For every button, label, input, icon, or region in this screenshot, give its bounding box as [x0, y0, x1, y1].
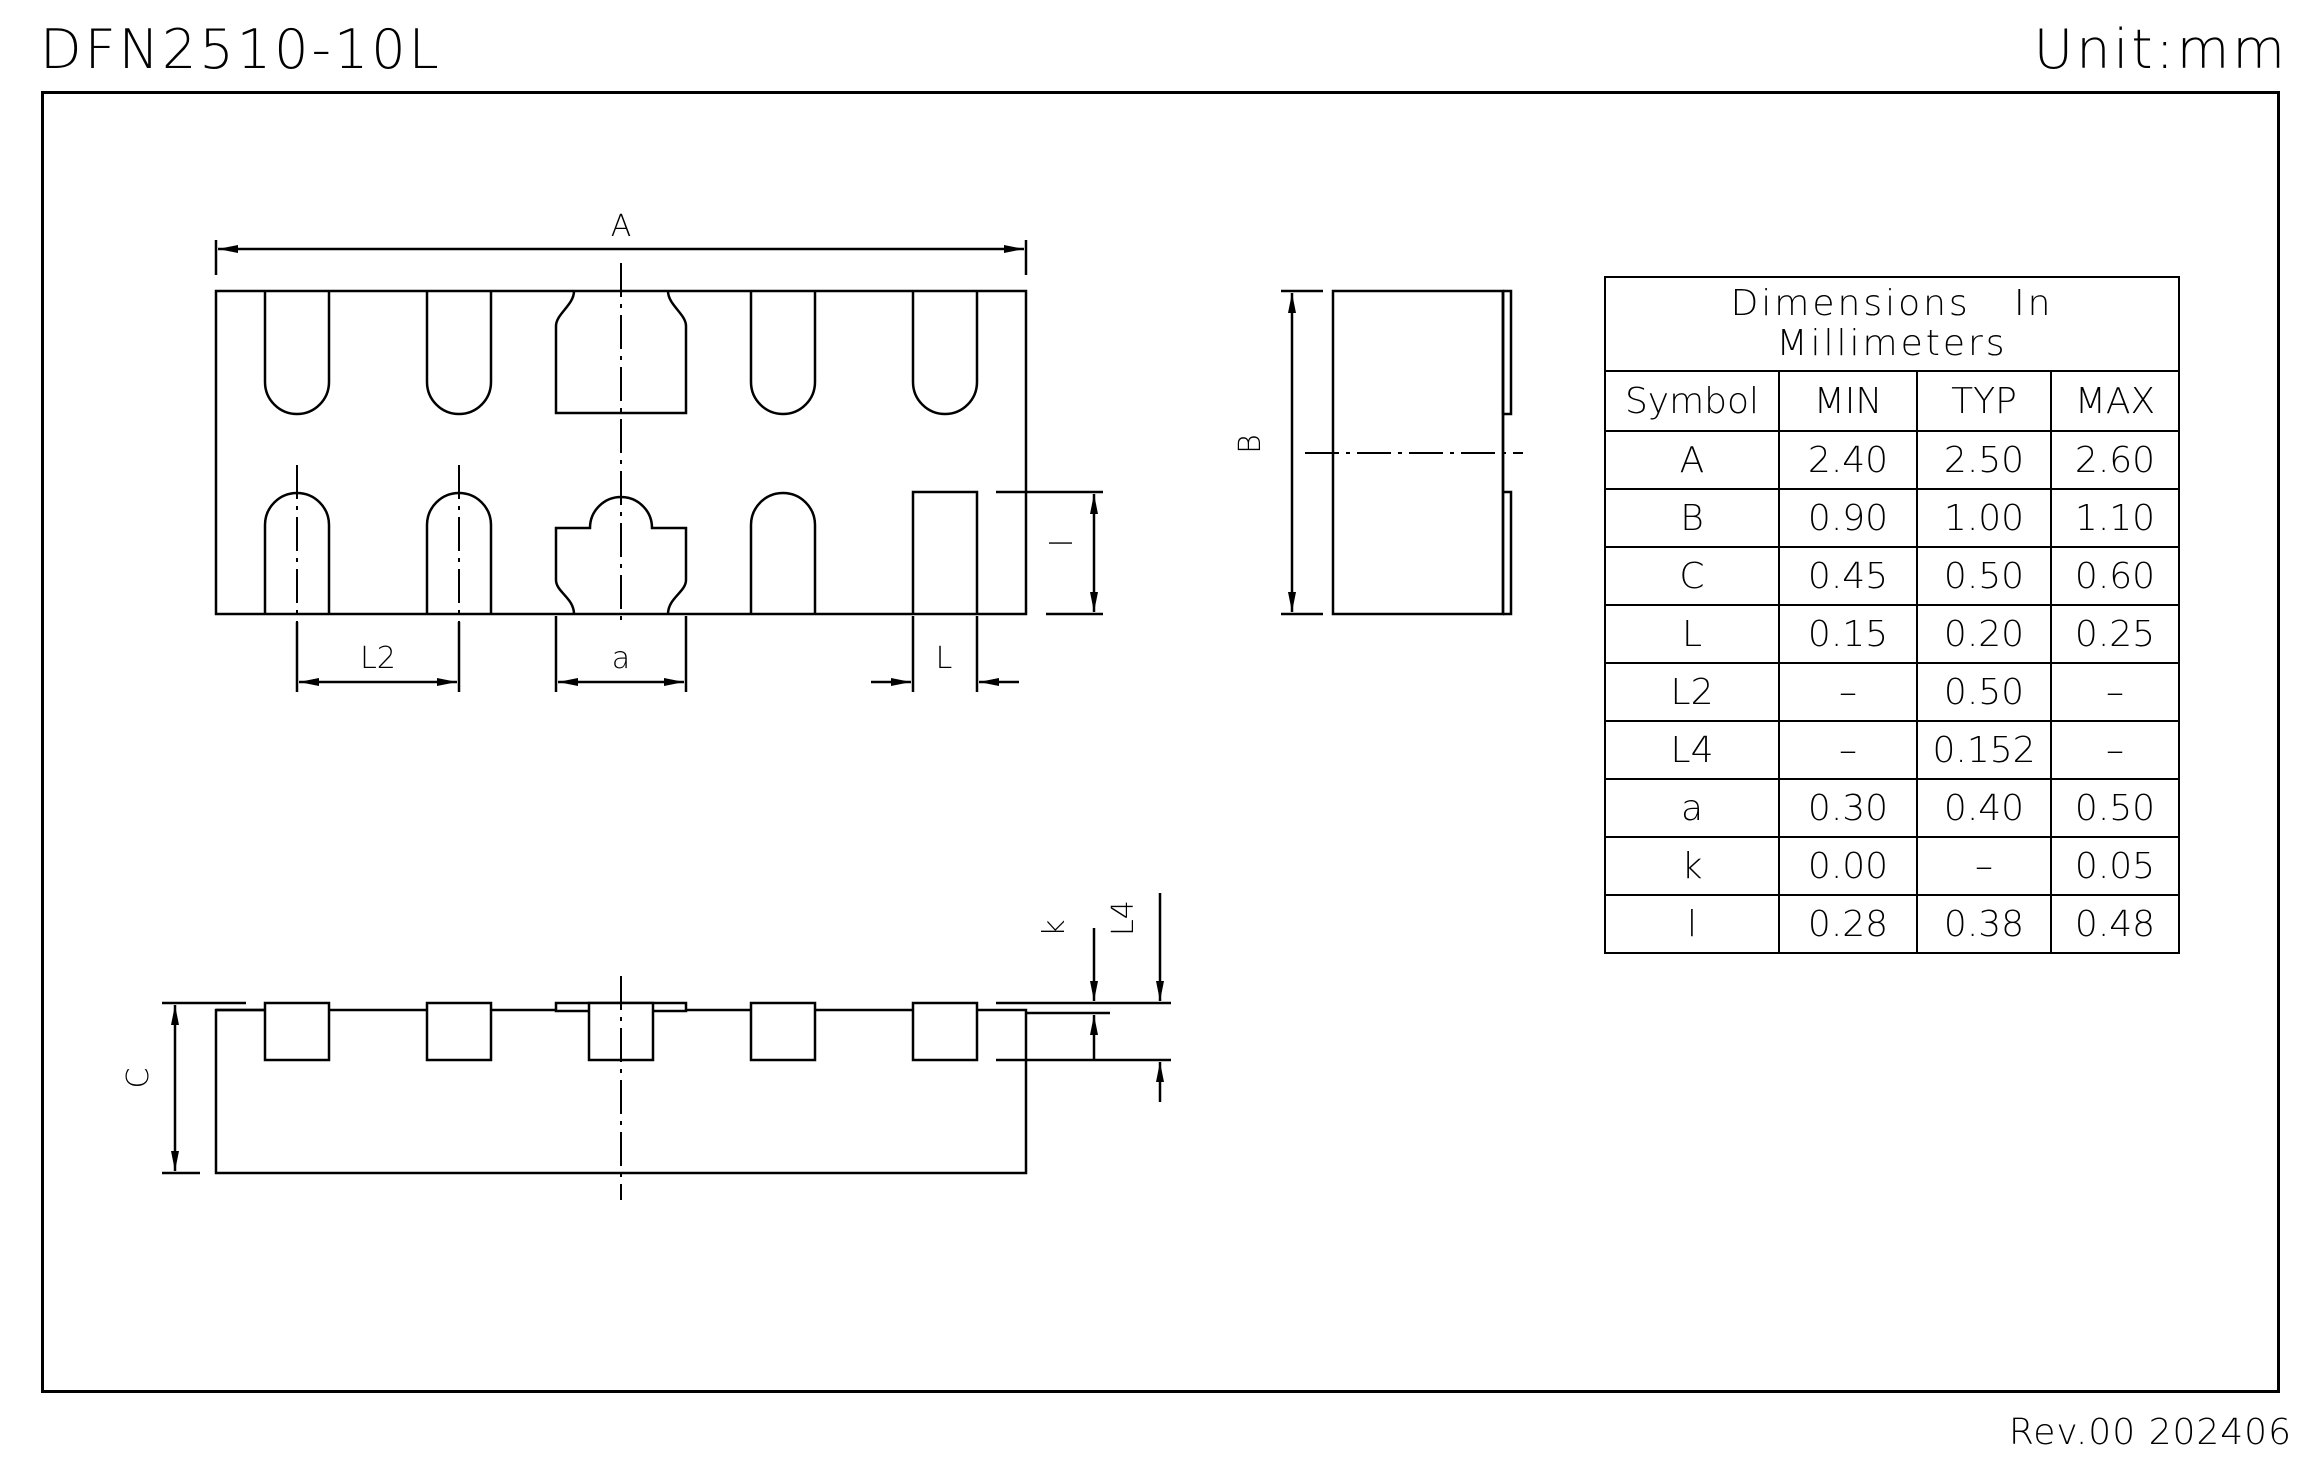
side-view — [1281, 289, 1523, 616]
dim-label-l: l — [1045, 539, 1080, 547]
dim-label-C: C — [121, 1068, 156, 1089]
dim-label-a: a — [612, 641, 630, 676]
dim-label-L2: L2 — [360, 641, 396, 676]
pad-top-5 — [911, 291, 979, 416]
cell-min: 0.00 — [1778, 836, 1918, 896]
cell-typ: 0.50 — [1916, 662, 2052, 722]
side-terminal-bottom — [1503, 490, 1513, 616]
cell-symbol: a — [1604, 778, 1780, 838]
col-header-symbol: Symbol — [1604, 370, 1780, 432]
cell-typ: 2.50 — [1916, 430, 2052, 490]
cell-max: – — [2050, 662, 2180, 722]
table-title-line1: Dimensions In — [1730, 283, 2054, 324]
cell-typ: – — [1916, 836, 2052, 896]
pad-bottom-4 — [749, 491, 817, 614]
cell-max: 0.50 — [2050, 778, 2180, 838]
cell-min: 0.90 — [1778, 488, 1918, 548]
cell-symbol: A — [1604, 430, 1780, 490]
cell-typ: 0.40 — [1916, 778, 2052, 838]
cell-typ: 0.20 — [1916, 604, 2052, 664]
pad-top-4 — [749, 291, 817, 416]
drawing-frame — [41, 91, 2280, 1393]
cell-min: – — [1778, 662, 1918, 722]
cell-min: 0.28 — [1778, 894, 1918, 954]
cell-min: – — [1778, 720, 1918, 780]
cell-min: 0.45 — [1778, 546, 1918, 606]
table-row: L2–0.50– — [1604, 662, 2180, 722]
cell-max: 0.25 — [2050, 604, 2180, 664]
cell-max: 1.10 — [2050, 488, 2180, 548]
dim-label-B: B — [1233, 434, 1268, 454]
table-title-line2: Millimeters — [1776, 323, 2008, 364]
dim-label-L4: L4 — [1106, 900, 1141, 936]
drawing-title: DFN2510-10L — [40, 18, 442, 81]
dimensions-table: Dimensions In Millimeters Symbol MIN TYP… — [1604, 276, 2180, 954]
cell-max: – — [2050, 720, 2180, 780]
front-pad-5 — [911, 1001, 979, 1062]
cell-symbol: L2 — [1604, 662, 1780, 722]
cell-symbol: L — [1604, 604, 1780, 664]
front-view — [162, 893, 1171, 1200]
dim-label-L: L — [936, 641, 953, 676]
cell-typ: 0.50 — [1916, 546, 2052, 606]
pad-top-center — [554, 290, 688, 415]
revision-label: Rev.00 202406 — [2008, 1412, 2292, 1453]
cell-min: 0.30 — [1778, 778, 1918, 838]
dim-label-k: k — [1037, 919, 1072, 936]
table-row: L4–0.152– — [1604, 720, 2180, 780]
cell-symbol: k — [1604, 836, 1780, 896]
front-pad-4 — [749, 1001, 817, 1062]
table-title: Dimensions In Millimeters — [1604, 276, 2180, 372]
top-view — [214, 240, 1103, 692]
col-header-min: MIN — [1778, 370, 1918, 432]
cell-symbol: L4 — [1604, 720, 1780, 780]
pad-top-1 — [263, 291, 331, 416]
cell-max: 0.05 — [2050, 836, 2180, 896]
col-header-typ: TYP — [1916, 370, 2052, 432]
cell-typ: 0.152 — [1916, 720, 2052, 780]
pad-top-2 — [425, 291, 493, 416]
unit-label: Unit:mm — [2033, 18, 2288, 81]
cell-symbol: C — [1604, 546, 1780, 606]
cell-min: 0.15 — [1778, 604, 1918, 664]
side-terminal-top — [1503, 289, 1513, 416]
dim-label-A: A — [611, 209, 632, 244]
cell-max: 0.48 — [2050, 894, 2180, 954]
cell-typ: 0.38 — [1916, 894, 2052, 954]
pad-bottom-5 — [911, 490, 979, 614]
col-header-max: MAX — [2050, 370, 2180, 432]
cell-typ: 1.00 — [1916, 488, 2052, 548]
cell-max: 2.60 — [2050, 430, 2180, 490]
front-pad-1 — [263, 1001, 331, 1062]
cell-symbol: l — [1604, 894, 1780, 954]
cell-max: 0.60 — [2050, 546, 2180, 606]
cell-symbol: B — [1604, 488, 1780, 548]
cell-min: 2.40 — [1778, 430, 1918, 490]
front-pad-2 — [425, 1001, 493, 1062]
